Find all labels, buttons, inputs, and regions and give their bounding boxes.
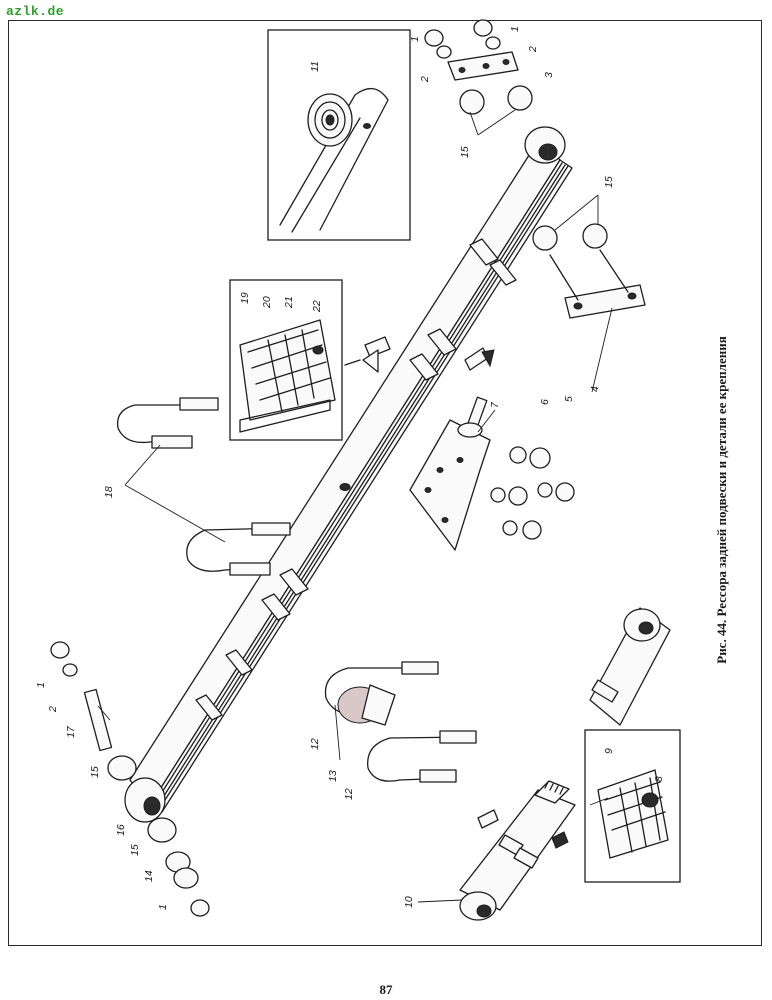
direction-arrows: [344, 336, 569, 849]
figure-frame: [8, 20, 762, 946]
callout-2-top-right: 2: [527, 46, 539, 53]
page-number: 87: [379, 982, 393, 997]
u-bolts-18: [116, 397, 291, 576]
callout-15-right: 15: [603, 176, 615, 188]
detail-inset-bushing: [584, 729, 681, 883]
u-bolts-12-and-pad-13: [324, 661, 477, 783]
site-watermark: azlk.de: [6, 4, 65, 19]
callout-14: 14: [143, 870, 155, 882]
callout-20: 20: [261, 296, 273, 309]
callout-labels: 1 2 1 2 3 15 15 11 4 5 6 7 19 20 21 22 1…: [35, 26, 665, 910]
callout-16: 16: [115, 824, 127, 836]
callout-8: 8: [653, 776, 665, 782]
callout-22: 22: [311, 300, 323, 313]
callout-1-left: 1: [35, 682, 47, 688]
callout-2-left: 2: [47, 706, 59, 713]
callout-17: 17: [65, 725, 77, 738]
callout-15-lower-left: 15: [129, 844, 141, 856]
rear-spring-end-sketch: [459, 780, 576, 921]
callout-15-top: 15: [459, 146, 471, 158]
callout-15-left: 15: [89, 766, 101, 778]
detail-inset-clamp: [229, 279, 343, 441]
leader-lines: [97, 109, 613, 903]
nuts-and-washers-5-6: [490, 446, 575, 540]
figure-caption: Рис. 44. Рессора задней подвески и детал…: [714, 336, 729, 664]
left-fasteners-1-2-14-15-16-17: [50, 641, 210, 917]
callout-1-top-left: 1: [409, 36, 421, 42]
callout-12-lower: 12: [343, 788, 355, 800]
callout-5: 5: [563, 396, 575, 402]
callout-3: 3: [543, 72, 555, 78]
rear-spring-eye: [124, 777, 166, 823]
callout-11: 11: [309, 61, 321, 72]
callout-9: 9: [603, 748, 615, 754]
callout-1-bottom: 1: [157, 904, 169, 910]
callout-4: 4: [589, 386, 601, 392]
bracket-7: [409, 396, 491, 551]
callout-18: 18: [103, 486, 115, 498]
front-spring-eye: [524, 126, 566, 164]
callout-6: 6: [539, 399, 551, 405]
callout-12-upper: 12: [309, 738, 321, 750]
callout-19: 19: [239, 292, 251, 304]
top-fasteners-1-2-3-15: [424, 19, 533, 115]
detail-inset-anti-squeak-pad: [267, 29, 411, 241]
spring-clamps: [195, 238, 517, 721]
shackle-4: [532, 223, 646, 319]
callout-1-top-right: 1: [509, 26, 521, 32]
callout-2-top-left: 2: [419, 76, 431, 83]
front-spring-end-sketch: [589, 607, 671, 726]
callout-7: 7: [489, 401, 501, 408]
callout-21: 21: [283, 296, 295, 309]
leaf-spring: [124, 126, 573, 823]
callout-13: 13: [327, 770, 339, 782]
callout-10: 10: [403, 896, 415, 908]
